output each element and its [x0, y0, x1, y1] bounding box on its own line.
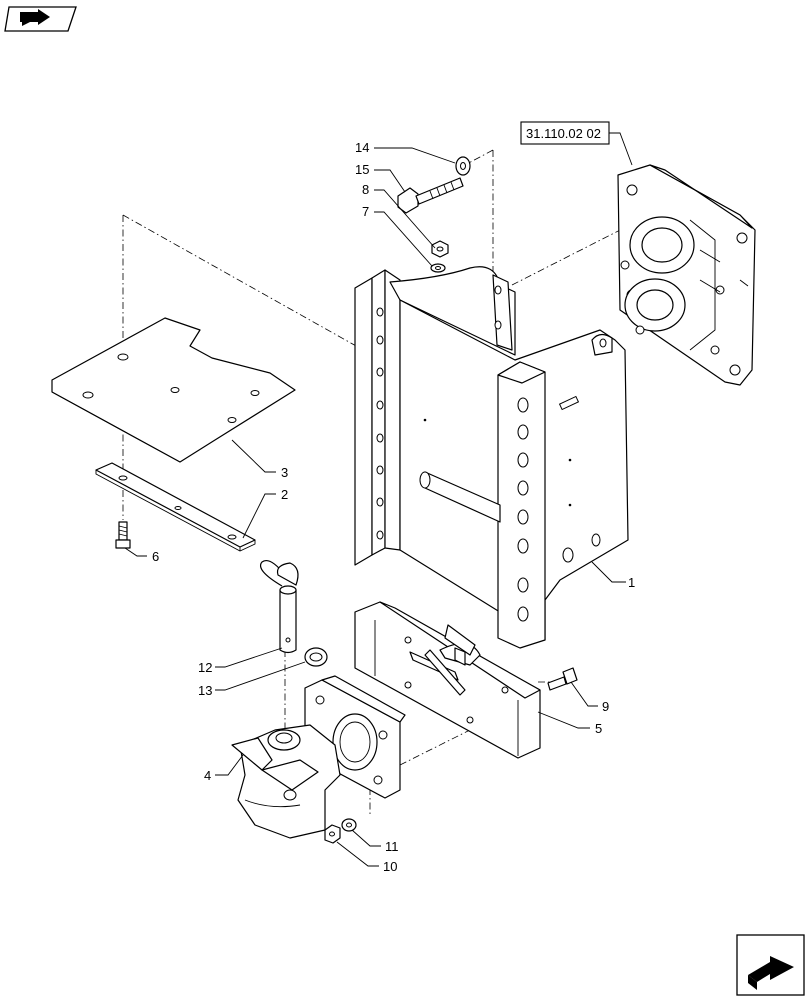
- book-arrow-icon[interactable]: [4, 6, 77, 32]
- pin-part-12[interactable]: [260, 559, 299, 654]
- callout-labels: 14 15 8 7 1 3 2 6 12 13 4 5 9 11 10: [152, 140, 635, 874]
- callout-8[interactable]: 8: [362, 182, 369, 197]
- callout-3[interactable]: 3: [281, 465, 288, 480]
- callout-12[interactable]: 12: [198, 660, 212, 675]
- callout-1[interactable]: 1: [628, 575, 635, 590]
- callout-15[interactable]: 15: [355, 162, 369, 177]
- washer-part-7[interactable]: [430, 263, 446, 273]
- pto-housing-assembly[interactable]: [617, 164, 756, 386]
- clip-ring-part-13[interactable]: [304, 647, 328, 667]
- bolt-part-9[interactable]: [547, 667, 578, 691]
- leader-lines: [124, 147, 626, 867]
- callout-2[interactable]: 2: [281, 487, 288, 502]
- next-page-arrow-icon[interactable]: [736, 934, 805, 996]
- cover-plate-part-3[interactable]: [51, 317, 296, 463]
- callout-10[interactable]: 10: [383, 859, 397, 874]
- reference-box[interactable]: 31.110.02 02: [520, 121, 633, 166]
- washer-part-14[interactable]: [455, 156, 471, 176]
- callout-7[interactable]: 7: [362, 204, 369, 219]
- nut-part-10[interactable]: [324, 824, 341, 844]
- main-frame-part-1[interactable]: [354, 266, 629, 649]
- callout-13[interactable]: 13: [198, 683, 212, 698]
- hitch-hook-part-4[interactable]: [231, 675, 406, 839]
- washer-part-11[interactable]: [341, 818, 357, 832]
- reference-box-label: 31.110.02 02: [526, 126, 601, 141]
- callout-11[interactable]: 11: [385, 839, 399, 854]
- bolt-part-15[interactable]: [397, 177, 464, 214]
- callout-14[interactable]: 14: [355, 140, 369, 155]
- bolt-part-6[interactable]: [115, 521, 131, 549]
- strip-plate-part-2[interactable]: [95, 462, 256, 552]
- callout-4[interactable]: 4: [204, 768, 211, 783]
- callout-6[interactable]: 6: [152, 549, 159, 564]
- nut-part-8[interactable]: [431, 240, 449, 258]
- callout-9[interactable]: 9: [602, 699, 609, 714]
- callout-5[interactable]: 5: [595, 721, 602, 736]
- slide-plate-part-5[interactable]: [354, 601, 541, 759]
